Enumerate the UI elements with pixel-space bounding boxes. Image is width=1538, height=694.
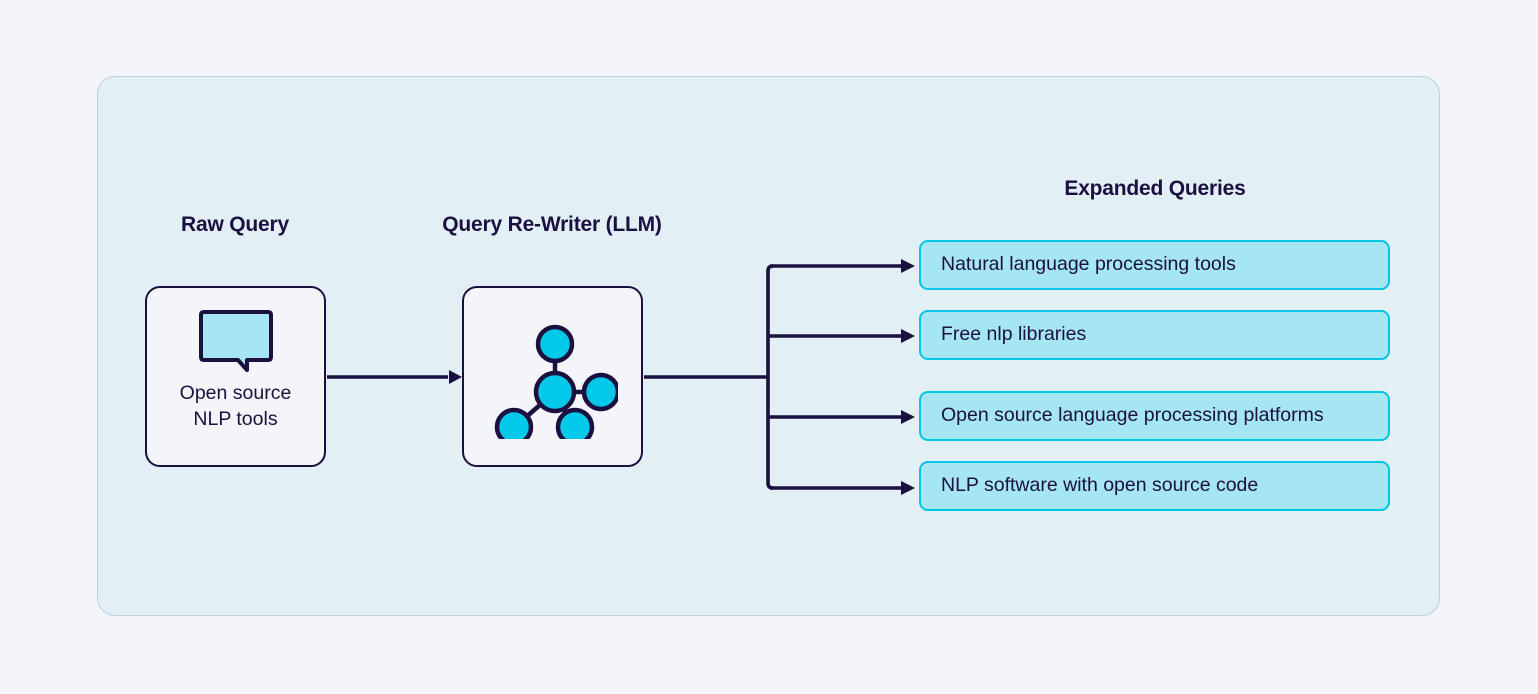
heading-raw-query: Raw Query bbox=[181, 213, 289, 236]
expanded-query-pill[interactable]: Open source language processing platform… bbox=[919, 391, 1390, 441]
query-rewriter-card bbox=[462, 286, 643, 467]
expanded-query-label: Open source language processing platform… bbox=[941, 404, 1324, 427]
raw-query-card: Open source NLP tools bbox=[145, 286, 326, 467]
expanded-query-pill[interactable]: Natural language processing tools bbox=[919, 240, 1390, 290]
raw-query-text: Open source NLP tools bbox=[147, 380, 324, 432]
expanded-query-label: NLP software with open source code bbox=[941, 474, 1259, 497]
raw-query-line-1: Open source bbox=[179, 382, 292, 404]
network-graph-icon bbox=[464, 288, 641, 465]
raw-query-line-2: NLP tools bbox=[193, 408, 278, 430]
expanded-query-pill[interactable]: NLP software with open source code bbox=[919, 461, 1390, 511]
expanded-query-pill[interactable]: Free nlp libraries bbox=[919, 310, 1390, 360]
heading-query-rewriter: Query Re-Writer (LLM) bbox=[442, 213, 662, 236]
expanded-query-label: Natural language processing tools bbox=[941, 253, 1236, 276]
speech-bubble-icon bbox=[147, 310, 324, 372]
expanded-query-label: Free nlp libraries bbox=[941, 323, 1087, 346]
heading-expanded-queries: Expanded Queries bbox=[1064, 177, 1246, 200]
